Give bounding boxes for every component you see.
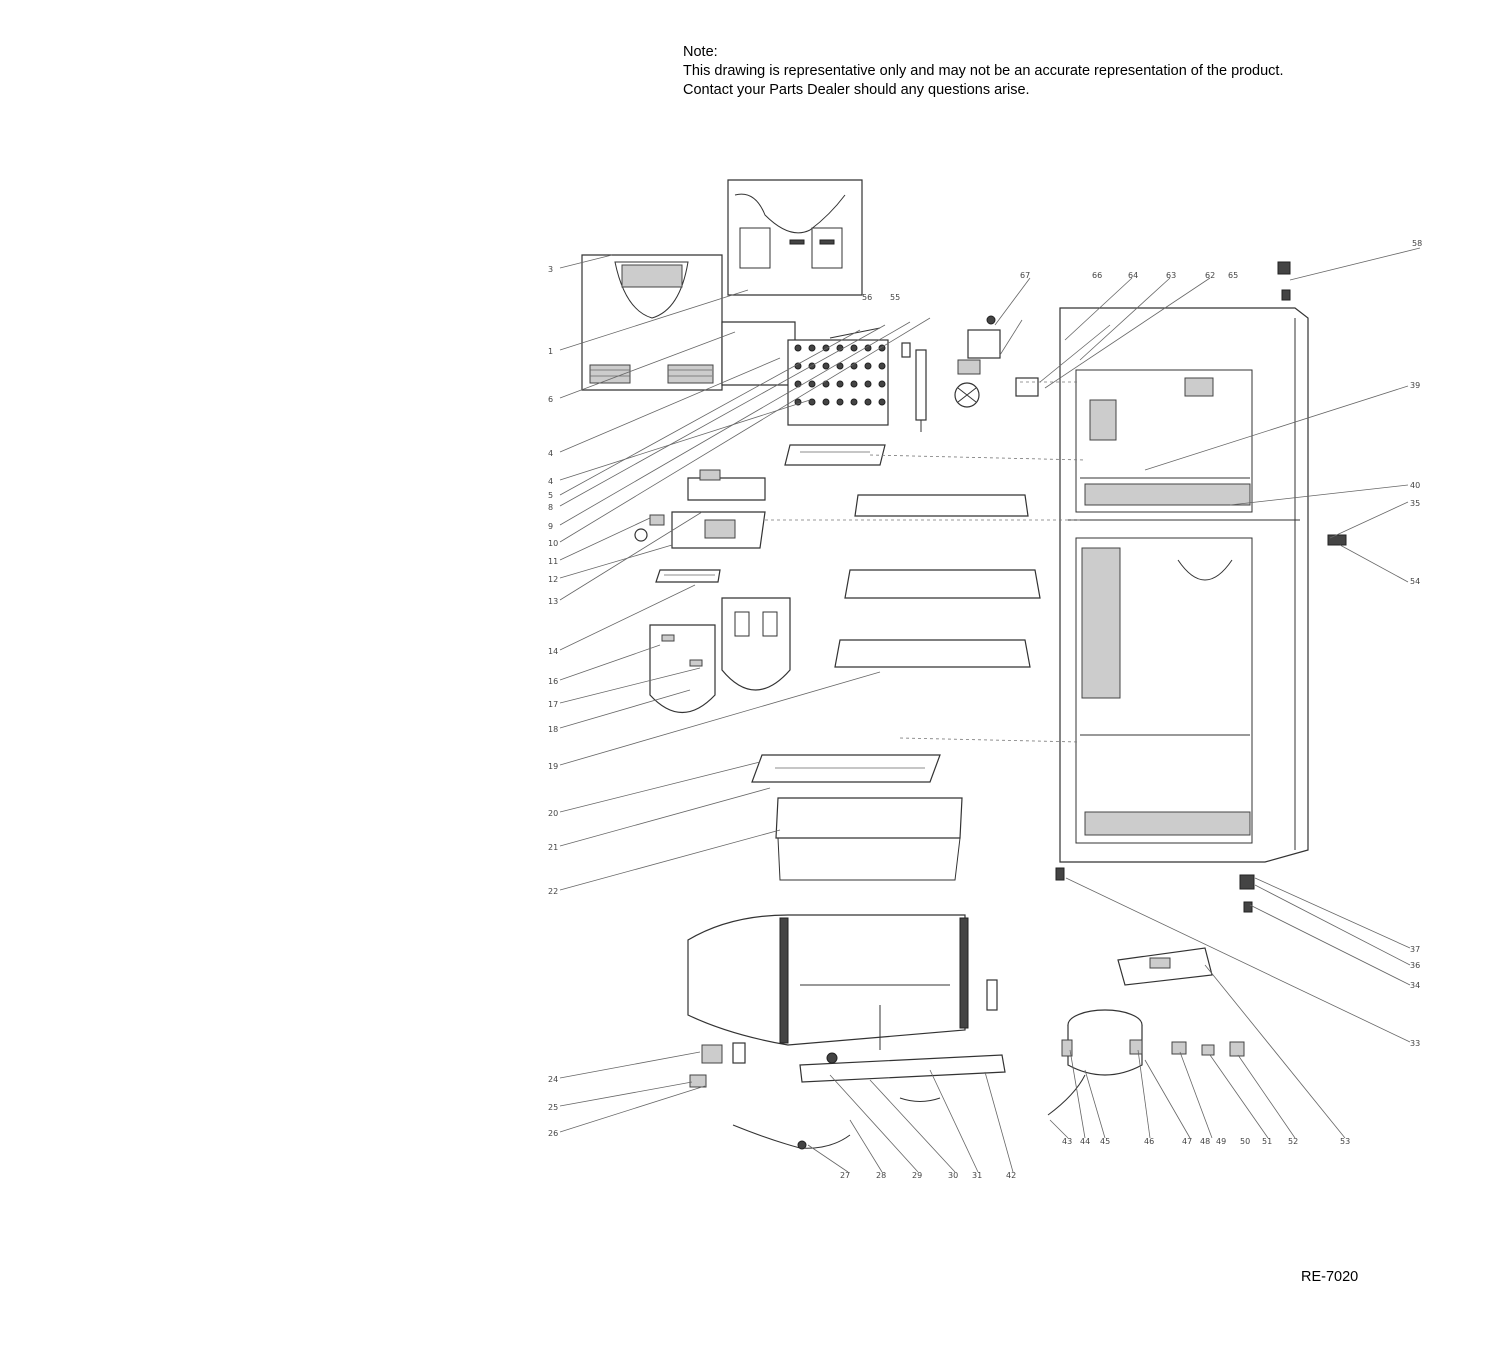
callout-18: 18 bbox=[548, 725, 558, 734]
bottom-cover bbox=[687, 914, 998, 1050]
callout-51: 51 bbox=[1262, 1137, 1272, 1146]
heater-rod bbox=[901, 342, 927, 432]
callout-8: 8 bbox=[548, 503, 553, 512]
callout-62: 62 bbox=[1205, 271, 1215, 280]
callout-12: 12 bbox=[548, 575, 558, 584]
callout-40: 40 bbox=[1410, 481, 1420, 490]
callout-43: 43 bbox=[1062, 1137, 1072, 1146]
callout-48: 48 bbox=[1200, 1137, 1210, 1146]
base-plate bbox=[799, 1052, 1006, 1102]
callout-34: 34 bbox=[1410, 981, 1420, 990]
callout-26: 26 bbox=[548, 1129, 558, 1138]
defrost-tray bbox=[784, 444, 886, 466]
callout-58: 58 bbox=[1412, 239, 1422, 248]
callout-66: 66 bbox=[1092, 271, 1102, 280]
back-panel bbox=[581, 254, 796, 391]
callout-4b: 4 bbox=[548, 477, 553, 486]
freezer-door-liner bbox=[727, 179, 863, 296]
callout-27: 27 bbox=[840, 1171, 850, 1180]
note-heading: Note: bbox=[683, 44, 718, 60]
callout-3: 3 bbox=[548, 265, 553, 274]
callout-54: 54 bbox=[1410, 577, 1420, 586]
door-bins bbox=[649, 597, 791, 714]
callout-13: 13 bbox=[548, 597, 558, 606]
callout-9: 9 bbox=[548, 522, 553, 531]
callout-53: 53 bbox=[1340, 1137, 1350, 1146]
callout-35: 35 bbox=[1410, 499, 1420, 508]
callout-29: 29 bbox=[912, 1171, 922, 1180]
callout-63: 63 bbox=[1166, 271, 1176, 280]
control-housing-parts bbox=[634, 469, 766, 583]
evaporator-coil bbox=[787, 327, 889, 426]
glass-shelves bbox=[834, 494, 1041, 668]
cabinet-feet-and-hinges bbox=[1055, 261, 1347, 913]
drain-hose bbox=[732, 1124, 851, 1150]
callout-20: 20 bbox=[548, 809, 558, 818]
callout-17: 17 bbox=[548, 700, 558, 709]
callout-49: 49 bbox=[1216, 1137, 1226, 1146]
callout-67: 67 bbox=[1020, 271, 1030, 280]
callout-28: 28 bbox=[876, 1171, 886, 1180]
callout-22: 22 bbox=[548, 887, 558, 896]
callout-4a: 4 bbox=[548, 449, 553, 458]
small-grommets bbox=[1171, 1041, 1245, 1057]
callout-25: 25 bbox=[548, 1103, 558, 1112]
callout-65: 65 bbox=[1228, 271, 1238, 280]
callout-11: 11 bbox=[548, 557, 558, 566]
callout-16: 16 bbox=[548, 677, 558, 686]
callout-21: 21 bbox=[548, 843, 558, 852]
callout-64: 64 bbox=[1128, 271, 1138, 280]
callout-56: 56 bbox=[862, 293, 872, 302]
callout-6: 6 bbox=[548, 395, 553, 404]
callout-30: 30 bbox=[948, 1171, 958, 1180]
refrigerator-cabinet bbox=[1059, 307, 1309, 863]
callout-numbers: 3 1 6 4 4 5 8 9 10 11 12 13 14 16 17 18 … bbox=[548, 239, 1422, 1180]
fan-motor-assembly bbox=[954, 315, 1039, 408]
callout-42: 42 bbox=[1006, 1171, 1016, 1180]
callout-44: 44 bbox=[1080, 1137, 1090, 1146]
compressor bbox=[1047, 1009, 1143, 1116]
disclaimer-note: Note: This drawing is representative onl… bbox=[683, 43, 1283, 100]
callout-37: 37 bbox=[1410, 945, 1420, 954]
callout-24: 24 bbox=[548, 1075, 558, 1084]
power-relay-parts bbox=[689, 1042, 746, 1088]
callout-14: 14 bbox=[548, 647, 558, 656]
model-code: RE-7020 bbox=[1301, 1269, 1359, 1285]
callout-5: 5 bbox=[548, 491, 553, 500]
callout-10: 10 bbox=[548, 539, 558, 548]
callout-19: 19 bbox=[548, 762, 558, 771]
callout-52: 52 bbox=[1288, 1137, 1298, 1146]
callout-36: 36 bbox=[1410, 961, 1420, 970]
callout-39: 39 bbox=[1410, 381, 1420, 390]
crisper-assembly bbox=[751, 754, 963, 881]
callout-1: 1 bbox=[548, 347, 553, 356]
callout-50: 50 bbox=[1240, 1137, 1250, 1146]
callout-31: 31 bbox=[972, 1171, 982, 1180]
callout-46: 46 bbox=[1144, 1137, 1154, 1146]
leader-lines bbox=[559, 247, 1421, 1173]
note-line-1: This drawing is representative only and … bbox=[683, 63, 1284, 79]
callout-55: 55 bbox=[890, 293, 900, 302]
callout-33: 33 bbox=[1410, 1039, 1420, 1048]
callout-45: 45 bbox=[1100, 1137, 1110, 1146]
callout-47: 47 bbox=[1182, 1137, 1192, 1146]
condenser-tray bbox=[1117, 947, 1213, 986]
note-line-2: Contact your Parts Dealer should any que… bbox=[683, 82, 1030, 98]
